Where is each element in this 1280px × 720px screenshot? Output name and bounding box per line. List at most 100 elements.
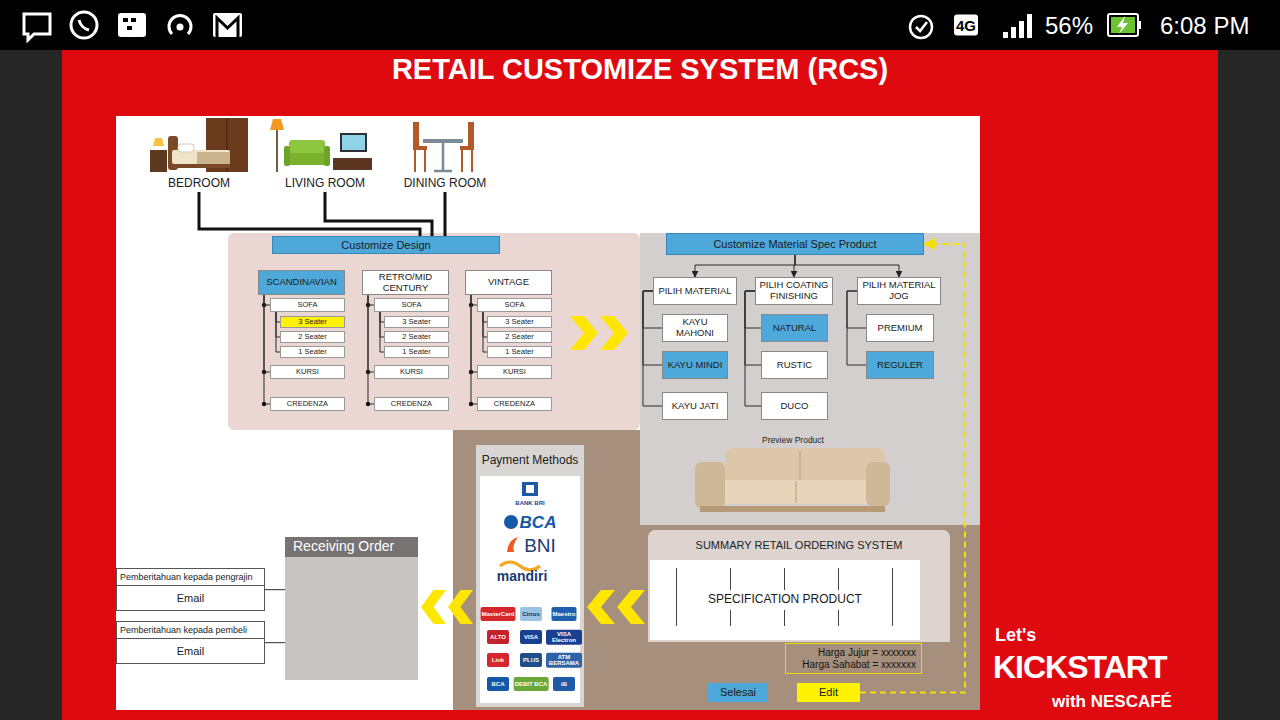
junction-dot [469,402,473,406]
connector [795,255,899,277]
flow-chevron [421,590,446,624]
option-box: 3 Seater [487,316,552,328]
node-text: PREMIUM [878,323,923,334]
bri-logo [522,482,538,496]
battery-percent: 56% [1045,14,1093,38]
alarm-icon [916,22,927,31]
card-logo: PLUS [520,653,542,667]
chair-icon [461,150,463,172]
design-panel [228,233,640,430]
sofa-icon [324,146,330,166]
node-text: 3 Seater [402,318,430,326]
tv-icon [342,135,365,150]
node-text: 2 Seater [402,333,430,341]
bank-logo: BANK BRI [515,500,544,506]
gmail-icon [217,18,238,37]
option-box: 2 Seater [384,331,449,343]
card-logo: VISA Electron [546,630,582,645]
sponsor-logo: with NESCAFÉ [1052,693,1172,710]
charging-bolt [1117,16,1128,34]
junction-dot [262,402,266,406]
card-logo: VISA [520,630,542,644]
connector [745,291,761,406]
style-box: VINTAGE [465,270,552,295]
node-text: SOFA [297,301,317,309]
table-icon [442,143,445,170]
notification-box: Pemberitahuan kepada pengrajinEmail [116,568,265,611]
preview-sofa [700,506,885,512]
node-text: PILIH MATERIAL JOG [861,280,937,301]
card-logo: Link [487,653,509,667]
node-text: 1 Seater [298,348,326,356]
alarm-icon [910,16,932,38]
node-text: 1 Seater [505,348,533,356]
category-box: CREDENZA [270,397,345,411]
node-text: 2 Seater [505,333,533,341]
bbm-icon [127,26,132,30]
section-bar: Customize Material Spec Product [666,233,924,255]
preview-sofa [795,481,797,503]
sponsor-logo: Let's [995,626,1036,644]
connector [587,590,645,624]
node-text: KAYU MAHONI [666,317,724,338]
category-box: KURSI [270,365,345,379]
node-text: Receiving Order [285,537,418,557]
choice-box: PILIH MATERIAL [653,277,737,305]
preview-sofa [725,448,885,484]
bca-logo [504,515,518,529]
node-text: DUCO [781,401,809,412]
node-text: CREDENZA [494,400,535,408]
sofa-icon [284,146,290,166]
connector-line [643,291,662,406]
bri-logo [526,485,534,493]
node-text: 1 Seater [402,348,430,356]
category-box: CREDENZA [477,397,552,411]
table-icon [434,170,452,173]
category-box: SOFA [270,298,345,312]
connector [469,295,477,406]
card-logo: Maestro [551,607,576,621]
card-logo: DEBIT BCA [514,677,549,691]
chair-icon [413,146,427,150]
room-label: LIVING ROOM [278,176,372,192]
preview-sofa [718,480,873,504]
battery-level [1111,17,1135,33]
node-text: Harga Sahabat = xxxxxxx [802,659,916,670]
node-text: Edit [819,686,838,698]
node-text: CREDENZA [287,400,328,408]
receiving-panel: Receiving Order [285,537,418,680]
sponsor-logo: KICKSTART [993,651,1167,683]
chair-icon [471,150,473,172]
style-box: RETRO/MID CENTURY [362,270,449,295]
tv-icon [340,133,367,152]
flow-chevron [617,590,645,624]
connector-line [695,255,795,277]
node-text: PILIH MATERIAL [658,286,731,297]
category-box: KURSI [477,365,552,379]
flow-chevron [600,316,628,350]
node-text: SOFA [401,301,421,309]
option-box: RUSTIC [761,351,828,379]
status-bar [0,0,1280,50]
signal-bar [1027,14,1032,38]
whatsapp-icon [71,12,97,38]
preview-sofa [799,451,801,481]
specification-box: SPECIFICATION PRODUCT [650,560,920,640]
connector-line [795,255,899,277]
node-text: LIVING ROOM [285,177,365,190]
section-bar: Customize Design [272,236,500,254]
signal-bar [1019,21,1024,38]
connector-line [265,589,285,590]
nightstand [150,150,167,172]
option-box: REGULER [866,351,934,379]
bank-logo: BNI [524,536,556,555]
node-text: VINTAGE [488,277,529,288]
connector [366,295,374,406]
option-box: 1 Seater [487,346,552,358]
chair-icon [424,150,426,172]
node-text: REGULER [877,360,923,371]
